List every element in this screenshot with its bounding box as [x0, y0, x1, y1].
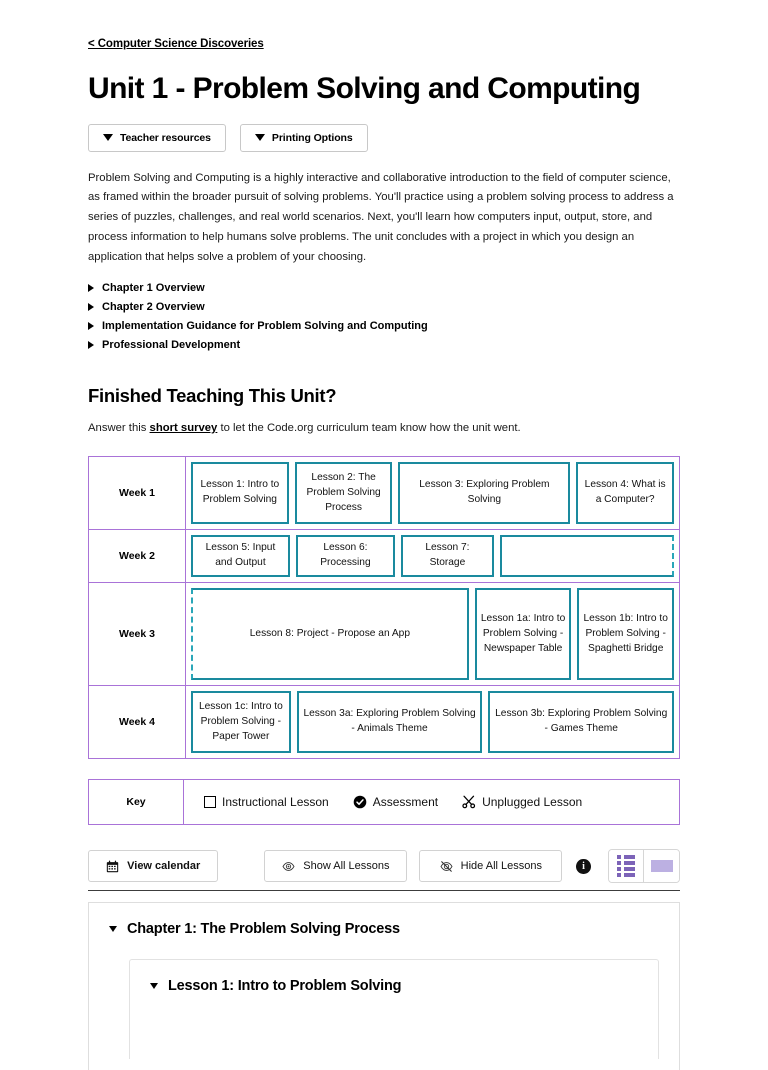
caret-right-icon	[88, 284, 94, 293]
week-label: Week 1	[88, 456, 186, 531]
calendar-lesson-box[interactable]: Lesson 3a: Exploring Problem Solving - A…	[296, 691, 483, 754]
table-row: Week 3 Lesson 8: Project - Propose an Ap…	[88, 582, 680, 687]
lesson-title: Lesson 1: Intro to Problem Solving	[168, 978, 402, 995]
key-label: Key	[88, 779, 184, 826]
calendar-lesson-box[interactable]: Lesson 5: Input and Output	[191, 535, 290, 578]
key-content-cell: Instructional Lesson Assessment	[183, 779, 680, 826]
key-item-instructional-lesson: Instructional Lesson	[204, 795, 329, 809]
overview-item-professional-development[interactable]: Professional Development	[88, 336, 680, 355]
view-mode-toggle	[607, 849, 680, 884]
eye-slash-icon	[440, 860, 453, 872]
chapter-header[interactable]: Chapter 1: The Problem Solving Process	[109, 921, 659, 937]
overview-item-label: Professional Development	[102, 338, 241, 351]
week-label: Week 3	[88, 582, 186, 687]
calendar-empty-box	[499, 535, 675, 578]
teacher-resources-label: Teacher resources	[120, 131, 211, 144]
lesson-header[interactable]: Lesson 1: Intro to Problem Solving	[150, 978, 638, 994]
week-lessons-cell: Lesson 8: Project - Propose an App Lesso…	[185, 582, 680, 687]
week-lessons-cell: Lesson 1c: Intro to Problem Solving - Pa…	[185, 685, 680, 760]
calendar-key-table: Key Instructional Lesson Assessment	[88, 779, 680, 826]
hide-all-lessons-button[interactable]: Hide All Lessons	[419, 850, 563, 883]
short-survey-link[interactable]: short survey	[149, 422, 218, 435]
view-calendar-label: View calendar	[127, 860, 201, 873]
week-lessons-cell: Lesson 5: Input and Output Lesson 6: Pro…	[185, 529, 680, 584]
calendar-lesson-box[interactable]: Lesson 1c: Intro to Problem Solving - Pa…	[191, 691, 291, 754]
calendar-lesson-box[interactable]: Lesson 8: Project - Propose an App	[191, 588, 469, 681]
show-all-lessons-label: Show All Lessons	[303, 860, 390, 873]
key-item-label: Instructional Lesson	[222, 795, 329, 810]
caret-down-icon	[254, 134, 265, 141]
key-item-label: Assessment	[372, 795, 439, 810]
table-row: Week 1 Lesson 1: Intro to Problem Solvin…	[88, 456, 680, 531]
overview-item-implementation-guidance[interactable]: Implementation Guidance for Problem Solv…	[88, 317, 680, 336]
chapter-title: Chapter 1: The Problem Solving Process	[127, 921, 400, 938]
key-item-assessment: Assessment	[353, 795, 438, 809]
survey-suffix: to let the Code.org curriculum team know…	[217, 422, 521, 435]
view-calendar-button[interactable]: View calendar	[88, 850, 219, 883]
empty-square-icon	[204, 796, 216, 809]
caret-right-icon	[88, 303, 94, 312]
breadcrumb-link[interactable]: < Computer Science Discoveries	[88, 38, 264, 50]
list-view-button[interactable]	[608, 850, 644, 883]
card-view-button[interactable]	[643, 850, 679, 883]
chapter-panel: Chapter 1: The Problem Solving Process L…	[88, 902, 680, 1070]
lesson-toolbar: View calendar Show All Lessons Hide All …	[88, 849, 680, 884]
key-item-label: Unplugged Lesson	[482, 795, 583, 810]
caret-down-icon	[150, 983, 158, 990]
week-label: Week 4	[88, 685, 186, 760]
table-row: Week 4 Lesson 1c: Intro to Problem Solvi…	[88, 685, 680, 760]
calendar-icon	[106, 860, 119, 872]
overview-item-chapter-1[interactable]: Chapter 1 Overview	[88, 279, 680, 298]
lesson-panel: Lesson 1: Intro to Problem Solving	[129, 959, 659, 1060]
unit-description: Problem Solving and Computing is a highl…	[88, 171, 674, 263]
toolbar-divider	[88, 890, 680, 892]
show-all-lessons-button[interactable]: Show All Lessons	[264, 850, 408, 883]
calendar-lesson-box[interactable]: Lesson 7: Storage	[400, 535, 494, 578]
unit-calendar-table: Week 1 Lesson 1: Intro to Problem Solvin…	[88, 456, 680, 760]
caret-down-icon	[109, 926, 117, 933]
list-view-icon	[617, 855, 635, 877]
unit-page: < Computer Science Discoveries Unit 1 - …	[88, 38, 680, 1070]
calendar-lesson-box[interactable]: Lesson 3b: Exploring Problem Solving - G…	[488, 691, 675, 754]
hide-all-lessons-label: Hide All Lessons	[460, 860, 542, 873]
table-row: Key Instructional Lesson Assessment	[88, 779, 680, 826]
survey-prefix: Answer this	[88, 422, 150, 435]
week-lessons-cell: Lesson 1: Intro to Problem Solving Lesso…	[185, 456, 680, 531]
header-button-group: Teacher resources Printing Options	[88, 123, 680, 152]
check-circle-icon	[353, 795, 367, 809]
survey-text: Answer this short survey to let the Code…	[88, 422, 680, 434]
eye-icon	[282, 861, 295, 871]
key-item-unplugged-lesson: Unplugged Lesson	[462, 795, 582, 809]
card-view-icon	[650, 860, 673, 873]
calendar-lesson-box[interactable]: Lesson 1b: Intro to Problem Solving - Sp…	[577, 588, 674, 681]
calendar-lesson-box[interactable]: Lesson 6: Processing	[295, 535, 395, 578]
teacher-resources-button[interactable]: Teacher resources	[88, 123, 226, 152]
overview-item-label: Implementation Guidance for Problem Solv…	[102, 319, 428, 332]
caret-right-icon	[88, 322, 94, 331]
page-title: Unit 1 - Problem Solving and Computing	[88, 72, 641, 105]
overview-item-chapter-2[interactable]: Chapter 2 Overview	[88, 298, 680, 317]
caret-right-icon	[88, 341, 94, 350]
overview-item-label: Chapter 2 Overview	[102, 300, 205, 313]
overview-item-label: Chapter 1 Overview	[102, 281, 205, 294]
calendar-lesson-box[interactable]: Lesson 2: The Problem Solving Process	[294, 462, 393, 525]
calendar-lesson-box[interactable]: Lesson 4: What is a Computer?	[576, 462, 675, 525]
caret-down-icon	[103, 134, 113, 141]
calendar-lesson-box[interactable]: Lesson 3: Exploring Problem Solving	[398, 462, 571, 525]
calendar-lesson-box[interactable]: Lesson 1a: Intro to Problem Solving - Ne…	[474, 588, 572, 681]
overview-list: Chapter 1 Overview Chapter 2 Overview Im…	[88, 279, 680, 355]
printing-options-button[interactable]: Printing Options	[239, 123, 368, 152]
survey-heading: Finished Teaching This Unit?	[88, 384, 337, 406]
printing-options-label: Printing Options	[271, 131, 353, 144]
info-icon[interactable]: i	[576, 858, 591, 874]
calendar-lesson-box[interactable]: Lesson 1: Intro to Problem Solving	[191, 462, 289, 525]
scissors-icon	[462, 795, 476, 809]
table-row: Week 2 Lesson 5: Input and Output Lesson…	[88, 529, 680, 584]
week-label: Week 2	[88, 529, 186, 584]
